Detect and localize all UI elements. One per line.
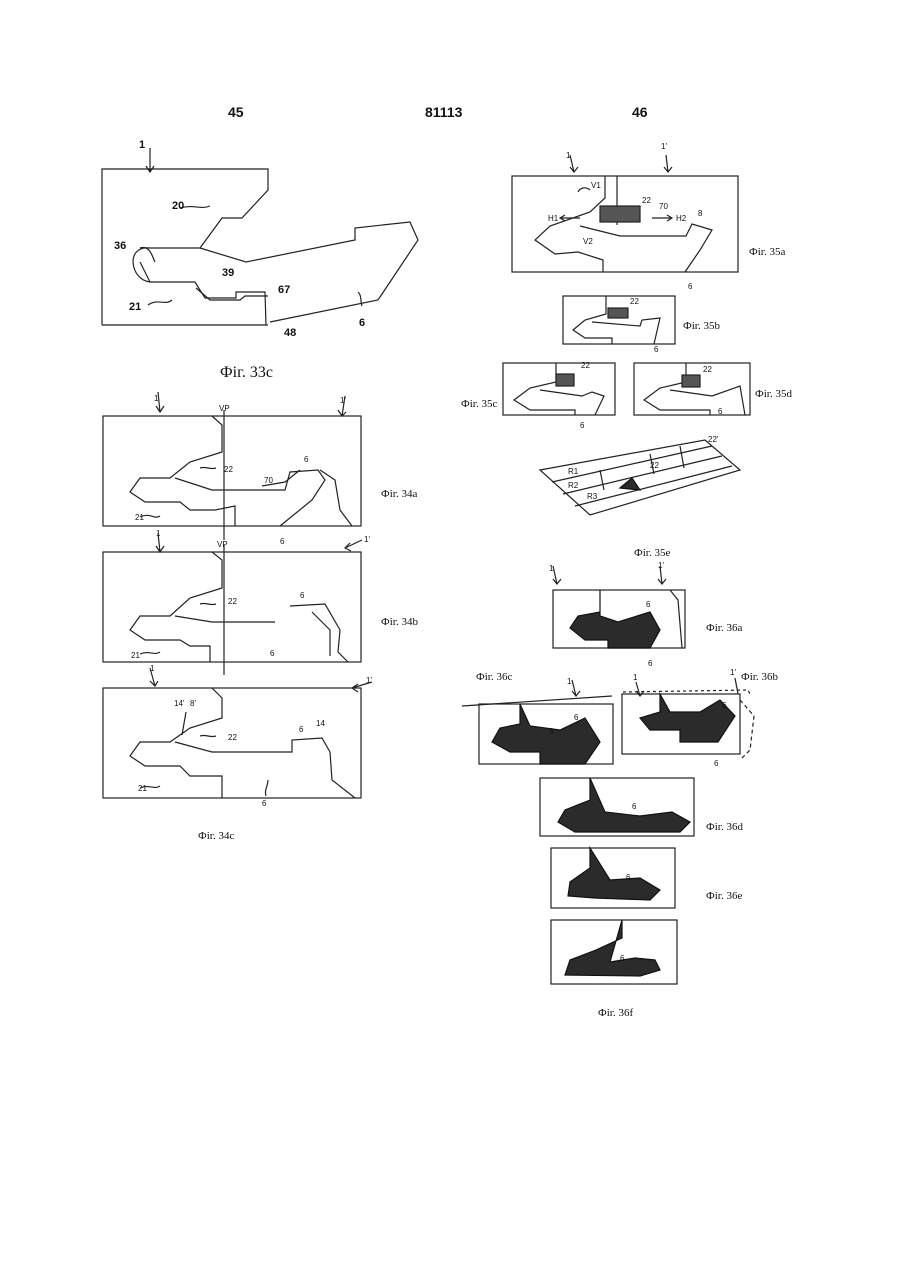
label-1: 1 xyxy=(549,565,553,573)
label-67: 67 xyxy=(278,285,290,296)
label-21: 21 xyxy=(135,514,144,522)
caption-fig-36b: Фіг. 36b xyxy=(741,671,778,683)
caption-fig-34c: Фіг. 34с xyxy=(198,830,234,842)
label-6: 6 xyxy=(580,422,584,430)
label-6: 6 xyxy=(718,408,722,416)
fig-36f-drawing xyxy=(551,920,677,984)
label-70: 70 xyxy=(659,203,668,211)
label-22: 22 xyxy=(224,466,233,474)
label-1: 1 xyxy=(139,140,145,151)
label-6: 6 xyxy=(300,592,304,600)
label-1p: 1' xyxy=(658,562,664,570)
fig-34c-drawing xyxy=(103,668,372,798)
fig-35e-drawing xyxy=(540,440,740,515)
label-1: 1 xyxy=(156,530,160,538)
fig-35a-drawing xyxy=(512,155,738,272)
label-h1: H1 xyxy=(548,215,558,223)
label-6: 6 xyxy=(359,318,365,329)
label-1: 1 xyxy=(633,674,637,682)
label-22: 22 xyxy=(228,598,237,606)
fig-36a-drawing xyxy=(553,566,685,648)
label-20: 20 xyxy=(172,201,184,212)
caption-fig-35e: Фіг. 35е xyxy=(634,547,670,559)
label-39: 39 xyxy=(222,268,234,279)
label-6: 6 xyxy=(648,660,652,668)
caption-fig-35a: Фіг. 35а xyxy=(749,246,785,258)
label-1p: 1' xyxy=(364,536,370,544)
fig-35c-drawing xyxy=(503,363,615,415)
caption-fig-36c: Фіг. 36с xyxy=(476,671,512,683)
fig-36e-drawing xyxy=(551,848,675,908)
label-6: 6 xyxy=(654,346,658,354)
caption-fig-34a: Фіг. 34а xyxy=(381,488,417,500)
label-v1: V1 xyxy=(591,182,601,190)
label-36: 36 xyxy=(114,241,126,252)
caption-fig-33c: Фіг. 33с xyxy=(220,364,273,382)
label-1p: 1' xyxy=(661,143,667,151)
caption-fig-36f: Фіг. 36f xyxy=(598,1007,633,1019)
label-22p: 22' xyxy=(708,436,718,444)
fig-35d-drawing xyxy=(634,363,750,415)
label-6: 6 xyxy=(646,601,650,609)
label-1p: 1' xyxy=(366,677,372,685)
label-22: 22 xyxy=(642,197,651,205)
label-22: 22 xyxy=(650,462,659,470)
fig-36b-drawing xyxy=(622,678,754,758)
label-vp: VP xyxy=(219,405,230,413)
label-70: 70 xyxy=(264,477,273,485)
fig-36c-drawing xyxy=(462,680,613,764)
label-6: 6 xyxy=(270,650,274,658)
label-6: 6 xyxy=(620,955,624,963)
label-1: 1 xyxy=(567,678,571,686)
fig-36d-drawing xyxy=(540,778,694,836)
label-6: 6 xyxy=(722,702,726,710)
label-r1: R1 xyxy=(568,468,578,476)
label-1p: 1' xyxy=(730,669,736,677)
caption-fig-35d: Фіг. 35d xyxy=(755,388,792,400)
caption-fig-34b: Фіг. 34b xyxy=(381,616,418,628)
caption-fig-36a: Фіг. 36а xyxy=(706,622,742,634)
label-22: 22 xyxy=(703,366,712,374)
label-6: 6 xyxy=(714,760,718,768)
label-1p: 1' xyxy=(340,397,346,405)
label-r2: R2 xyxy=(568,482,578,490)
label-6: 6 xyxy=(632,803,636,811)
label-v2: V2 xyxy=(583,238,593,246)
label-1: 1 xyxy=(150,665,154,673)
label-6: 6 xyxy=(549,728,553,736)
caption-fig-35b: Фіг. 35b xyxy=(683,320,720,332)
label-vp: VP xyxy=(217,541,228,549)
label-6: 6 xyxy=(280,538,284,546)
label-22: 22 xyxy=(228,734,237,742)
label-21: 21 xyxy=(129,302,141,313)
label-1: 1 xyxy=(154,395,158,403)
caption-fig-36e: Фіг. 36е xyxy=(706,890,742,902)
fig-35b-drawing xyxy=(563,296,675,344)
fig-33c-drawing xyxy=(102,148,418,325)
label-14: 14 xyxy=(316,720,325,728)
label-21: 21 xyxy=(131,652,140,660)
label-h2: H2 xyxy=(676,215,686,223)
label-6: 6 xyxy=(304,456,308,464)
label-r3: R3 xyxy=(587,493,597,501)
label-48: 48 xyxy=(284,328,296,339)
label-6: 6 xyxy=(626,874,630,882)
label-22: 22 xyxy=(581,362,590,370)
label-6: 6 xyxy=(262,800,266,808)
label-8: 8 xyxy=(698,210,702,218)
label-8p: 8' xyxy=(190,700,196,708)
caption-fig-35c: Фіг. 35с xyxy=(461,398,497,410)
label-22: 22 xyxy=(630,298,639,306)
label-1: 1 xyxy=(566,152,570,160)
label-6: 6 xyxy=(574,714,578,722)
label-6: 6 xyxy=(688,283,692,291)
label-6: 6 xyxy=(299,726,303,734)
label-21: 21 xyxy=(138,785,147,793)
caption-fig-36d: Фіг. 36d xyxy=(706,821,743,833)
label-14p: 14' xyxy=(174,700,184,708)
